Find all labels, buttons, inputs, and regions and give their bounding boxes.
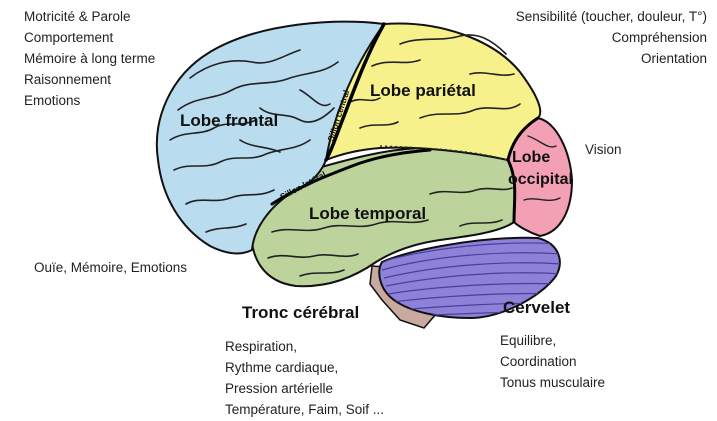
frontal-function-item: Raisonnement — [24, 69, 155, 90]
cerebellum-functions-list: Equilibre, Coordination Tonus musculaire — [500, 330, 605, 393]
parietal-function-item: Sensibilité (toucher, douleur, T°) — [516, 6, 707, 27]
parietal-lobe-label: Lobe pariétal — [370, 81, 476, 100]
brainstem-function-item: Température, Faim, Soif ... — [225, 399, 384, 420]
brainstem-functions-list: Respiration, Rythme cardiaque, Pression … — [225, 336, 384, 420]
frontal-function-item: Mémoire à long terme — [24, 48, 155, 69]
frontal-function-item: Motricité & Parole — [24, 6, 155, 27]
occipital-function: Vision — [585, 142, 622, 157]
brainstem-function-item: Pression artérielle — [225, 378, 384, 399]
brainstem-label: Tronc cérébral — [242, 303, 359, 323]
cerebellum-label: Cervelet — [503, 298, 570, 318]
parietal-function-item: Compréhension — [516, 27, 707, 48]
frontal-functions-list: Motricité & Parole Comportement Mémoire … — [24, 6, 155, 111]
frontal-function-item: Emotions — [24, 90, 155, 111]
cerebellum-function-item: Coordination — [500, 351, 605, 372]
cerebellum-function-item: Tonus musculaire — [500, 372, 605, 393]
cerebellum-function-item: Equilibre, — [500, 330, 605, 351]
parietal-functions-list: Sensibilité (toucher, douleur, T°) Compr… — [516, 6, 707, 69]
parietal-function-item: Orientation — [516, 48, 707, 69]
temporal-functions: Ouïe, Mémoire, Emotions — [34, 260, 187, 275]
frontal-function-item: Comportement — [24, 27, 155, 48]
frontal-lobe-label: Lobe frontal — [180, 111, 278, 130]
temporal-lobe-label: Lobe temporal — [309, 204, 426, 223]
brainstem-function-item: Respiration, — [225, 336, 384, 357]
occipital-lobe-label-line2: occipital — [508, 171, 573, 188]
brainstem-function-item: Rythme cardiaque, — [225, 357, 384, 378]
occipital-lobe-label-line1: Lobe — [512, 149, 550, 166]
